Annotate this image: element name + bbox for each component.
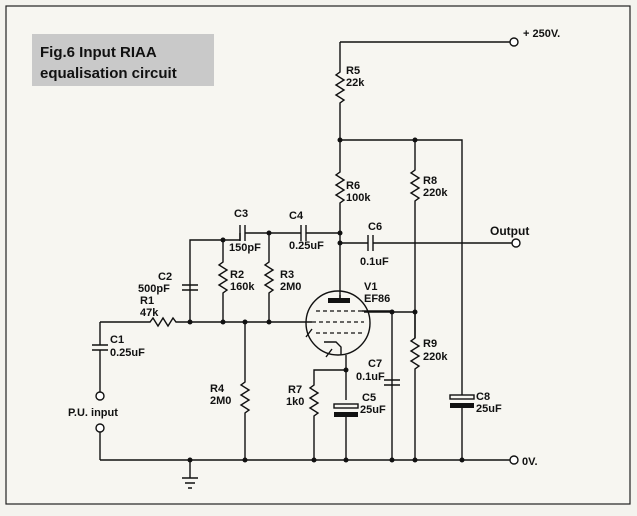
c5-value: 25uF [360,404,386,416]
supply-terminal [509,37,519,47]
c6-value: 0.1uF [360,256,389,268]
title-line-1: Fig.6 Input RIAA [40,44,157,61]
ground-terminal [509,455,519,465]
resistor-r3: R3 2M0 [263,233,301,322]
title-background [32,34,214,86]
c3-value: 150pF [229,242,261,254]
anode [328,298,350,303]
c1-value: 0.25uF [110,347,145,359]
v1-value: EF86 [364,293,390,305]
c2-value: 500pF [138,283,170,295]
c4-value: 0.25uF [289,240,324,252]
capacitor-c7: C7 0.1uF [356,358,400,386]
resistor-r2: R2 160k [217,240,255,322]
resistor-r9: R9 220k [409,309,448,460]
resistor-r5: R5 22k [334,42,365,140]
r4-ref: R4 [210,383,225,395]
r4-value: 2M0 [210,395,231,407]
c7-value: 0.1uF [356,371,385,383]
input-label: P.U. input [68,407,118,419]
r6-ref: R6 [346,180,360,192]
r2-ref: R2 [230,269,244,281]
r9-ref: R9 [423,338,437,350]
ground-rail: 0V. [100,455,538,489]
r8-ref: R8 [423,175,437,187]
resistor-r8: R8 220k [409,140,448,338]
c5-ref: C5 [362,392,376,404]
c8-value: 25uF [476,403,502,415]
input-terminal-hot [95,391,105,401]
v1-ref: V1 [364,281,377,293]
r5-ref: R5 [346,65,360,77]
figure-frame [5,5,631,505]
resistor-r6: R6 100k [334,140,371,300]
grid-input: R1 47k [100,295,312,328]
title-line-2: equalisation circuit [40,65,177,82]
feedback-network: C4 0.25uF C3 150pF [189,208,343,320]
c8-ref: C8 [476,391,490,403]
ground-label: 0V. [522,456,538,468]
ground-symbol [182,460,198,489]
valve-v1: V1 EF86 [305,281,415,460]
c2-ref: C2 [158,271,172,283]
r6-value: 100k [346,192,371,204]
capacitor-c2: C2 500pF [138,271,198,295]
c1-ref: C1 [110,334,124,346]
r3-ref: R3 [280,269,294,281]
c3-ref: C3 [234,208,248,220]
r5-value: 22k [346,77,365,89]
r8-value: 220k [423,187,448,199]
r2-value: 160k [230,281,255,293]
input-coupling: C1 0.25uF P.U. input [68,322,145,460]
c7-ref: C7 [368,358,382,370]
supply-label: + 250V. [523,28,560,40]
r9-value: 220k [423,351,448,363]
capacitor-c8: C8 25uF [449,391,502,460]
supply-rail: + 250V. [340,28,560,47]
r7-ref: R7 [288,384,302,396]
output-label: Output [490,224,529,238]
r7-value: 1k0 [286,396,304,408]
resistor-r4: R4 2M0 [210,322,251,460]
r3-value: 2M0 [280,281,301,293]
output-line: Output C6 0.1uF [337,221,529,268]
output-terminal [511,238,521,248]
title-block: Fig.6 Input RIAA equalisation circuit [32,34,214,86]
c6-ref: C6 [368,221,382,233]
cathode-network: R7 1k0 C5 25uF [286,355,386,460]
input-terminal-ground [95,423,105,433]
r1-value: 47k [140,307,159,319]
r1-ref: R1 [140,295,154,307]
c4-ref: C4 [289,210,304,222]
